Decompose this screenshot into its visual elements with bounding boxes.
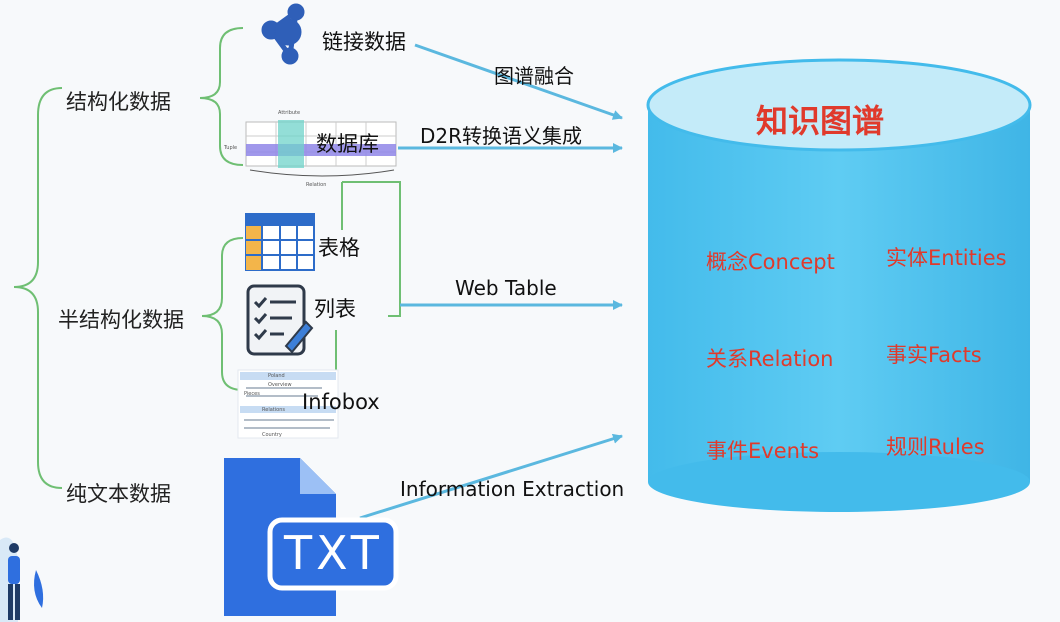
kg-title: 知识图谱	[756, 102, 885, 140]
database-thumbnail	[245, 120, 397, 177]
db-relation-label: Relation	[306, 182, 327, 188]
kg-item-rules: 规则Rules	[886, 435, 985, 459]
source-list: 列表	[314, 297, 356, 321]
kg-item-facts: 事实Facts	[886, 343, 982, 367]
source-database: 数据库	[316, 132, 379, 156]
flow-graph-fusion: 图谱融合	[494, 64, 574, 88]
main-brace	[13, 87, 63, 489]
source-linked-data: 链接数据	[322, 30, 406, 54]
arrow-ie	[359, 433, 623, 520]
knowledge-graph-cylinder	[646, 58, 1032, 512]
infobox-thumbnail	[237, 369, 339, 439]
category-structured: 结构化数据	[66, 90, 171, 114]
kg-item-concept: 概念Concept	[706, 250, 835, 274]
db-tuple-label: Tuple	[224, 145, 238, 151]
infobox-line-3: Relations	[262, 407, 285, 413]
txt-file-label: TXT	[284, 526, 383, 580]
infobox-line-0: Poland	[268, 373, 285, 379]
kg-item-relation: 关系Relation	[706, 347, 834, 371]
flow-d2r: D2R转换语义集成	[420, 124, 583, 148]
arrow-graph-fusion	[414, 43, 623, 120]
flow-web-table: Web Table	[455, 276, 557, 300]
infobox-line-2: Pieces	[244, 391, 260, 397]
list-icon	[246, 284, 314, 356]
kg-item-entities: 实体Entities	[886, 246, 1007, 270]
txt-file-icon	[224, 458, 399, 616]
semi-group-line	[335, 181, 401, 372]
category-semi-structured: 半结构化数据	[58, 308, 184, 332]
linked-data-icon	[261, 3, 305, 65]
category-plain-text: 纯文本数据	[66, 482, 171, 506]
flow-information-extraction: Information Extraction	[400, 477, 625, 501]
infobox-line-1: Overview	[268, 382, 292, 388]
infobox-line-4: Country	[262, 432, 282, 438]
table-icon	[245, 213, 315, 271]
source-table: 表格	[318, 236, 360, 260]
person-illustration	[0, 537, 44, 622]
db-attribute-label: Attribute	[278, 110, 301, 116]
semi-structured-brace	[201, 237, 244, 391]
source-infobox: Infobox	[302, 390, 380, 414]
kg-item-events: 事件Events	[706, 439, 820, 463]
structured-brace	[199, 27, 244, 166]
